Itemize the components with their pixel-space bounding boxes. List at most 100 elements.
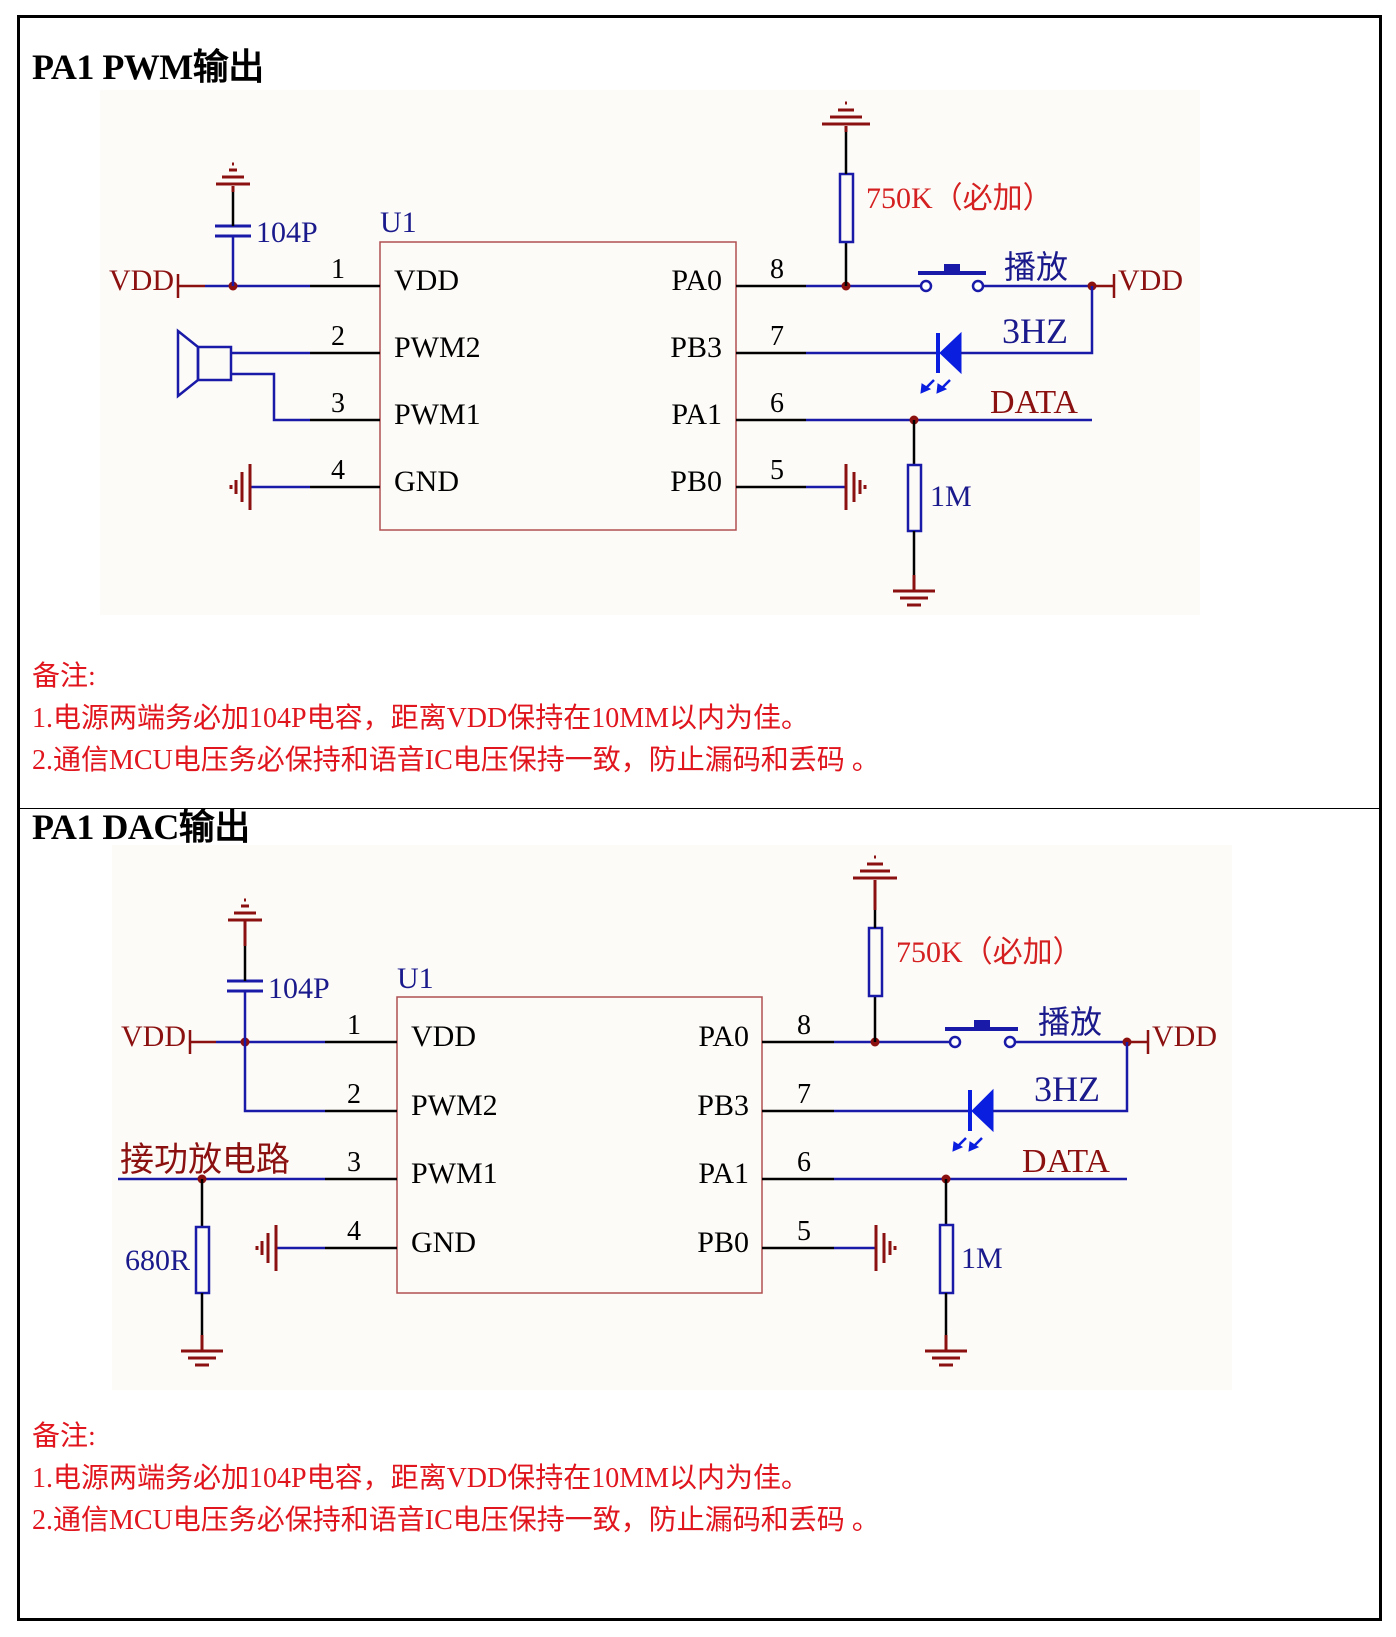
pin-num-5: 5 xyxy=(770,455,784,486)
chip-ref: U1 xyxy=(397,962,434,995)
notes-heading: 备注: xyxy=(32,1421,96,1452)
chip-ref: U1 xyxy=(380,206,417,239)
notes-dac: 备注: 1.电源两端务必加104P电容，距离VDD保持在10MM以内为佳。 2.… xyxy=(32,1416,880,1542)
pin-name-pb0: PB0 xyxy=(697,1226,749,1259)
button-label: 播放 xyxy=(1038,1004,1102,1040)
vdd-left-port-icon xyxy=(176,274,205,298)
chip-u1 xyxy=(396,996,763,1294)
ground-bottom-icon xyxy=(893,575,935,607)
pin-num-5: 5 xyxy=(797,1216,811,1247)
vdd-right-label: VDD xyxy=(1152,1020,1217,1053)
pin-name-gnd: GND xyxy=(394,465,459,498)
section-title-pwm: PA1 PWM输出 xyxy=(32,47,264,87)
vdd-right-port-icon xyxy=(1092,274,1116,298)
led-icon xyxy=(920,331,962,394)
amp-res-value-label: 680R xyxy=(125,1244,190,1277)
vdd-left-label: VDD xyxy=(109,264,174,297)
led-label: 3HZ xyxy=(1034,1069,1100,1109)
vdd-right-label: VDD xyxy=(1118,264,1183,297)
ground-left-icon xyxy=(255,1225,278,1271)
pin-name-pwm1: PWM1 xyxy=(394,398,481,431)
pin-name-vdd: VDD xyxy=(411,1020,476,1053)
schematic-dac-svg: U1 VDD PWM2 PWM1 GND PA0 PB3 PA1 PB0 1 2… xyxy=(118,855,1217,1367)
pin-num-6: 6 xyxy=(797,1147,811,1178)
pulldown-value-label: 1M xyxy=(930,480,972,513)
amp-label: 接功放电路 xyxy=(120,1141,290,1179)
vdd-left-label: VDD xyxy=(121,1020,186,1053)
pin-num-8: 8 xyxy=(797,1010,811,1041)
ground-pb0-icon xyxy=(844,464,867,510)
resistor-1m-icon xyxy=(906,463,923,533)
section-title-dac: PA1 DAC输出 xyxy=(32,807,250,847)
pin-num-2: 2 xyxy=(331,321,345,352)
section-divider xyxy=(20,808,1379,809)
ground-amp-icon xyxy=(181,1335,223,1367)
pin-num-2: 2 xyxy=(347,1079,361,1110)
pin-num-7: 7 xyxy=(797,1079,811,1110)
vdd-right-port-icon xyxy=(1127,1030,1150,1054)
wire-led-vdd xyxy=(993,1042,1129,1113)
notes-pwm: 备注: 1.电源两端务必加104P电容，距离VDD保持在10MM以内为佳。 2.… xyxy=(32,656,880,782)
resistor-750k-icon xyxy=(838,172,855,244)
ground-icon xyxy=(228,898,262,946)
chip-u1 xyxy=(379,241,737,531)
pin-name-pb3: PB3 xyxy=(670,331,722,364)
wire-led-vdd xyxy=(961,286,1094,355)
speaker-icon xyxy=(176,328,233,399)
pin-num-1: 1 xyxy=(331,254,345,285)
pin-name-pwm1: PWM1 xyxy=(411,1157,498,1190)
document-frame xyxy=(17,15,1382,1621)
pullup-value-label: 750K（必加） xyxy=(866,182,1053,215)
note-item: 2.通信MCU电压务必保持和语音IC电压保持一致，防止漏码和丢码 。 xyxy=(32,1505,880,1536)
pin-num-6: 6 xyxy=(770,388,784,419)
pin-num-1: 1 xyxy=(347,1010,361,1041)
pin-num-3: 3 xyxy=(331,388,345,419)
capacitor-icon xyxy=(215,224,251,238)
led-label: 3HZ xyxy=(1002,311,1068,351)
cap-value-label: 104P xyxy=(256,216,318,249)
data-label: DATA xyxy=(1022,1143,1110,1180)
pin-stubs xyxy=(310,284,806,489)
pin-num-8: 8 xyxy=(770,254,784,285)
ground-top-icon xyxy=(853,855,897,910)
cap-value-label: 104P xyxy=(268,972,330,1005)
pin-num-4: 4 xyxy=(347,1216,361,1247)
note-item: 1.电源两端务必加104P电容，距离VDD保持在10MM以内为佳。 xyxy=(32,1463,810,1494)
schematic-dac: U1 VDD PWM2 PWM1 GND PA0 PB3 PA1 PB0 1 2… xyxy=(112,845,1232,1390)
led-icon xyxy=(952,1088,994,1152)
pin-name-pa0: PA0 xyxy=(671,264,722,297)
ground-icon xyxy=(216,162,250,192)
pin-num-3: 3 xyxy=(347,1147,361,1178)
resistor-680r-icon xyxy=(194,1225,211,1295)
vdd-left-port-icon xyxy=(188,1030,216,1054)
capacitor-icon xyxy=(227,979,263,993)
pullup-value-label: 750K（必加） xyxy=(896,936,1083,969)
pin-num-4: 4 xyxy=(331,455,345,486)
resistor-1m-icon xyxy=(938,1223,955,1295)
ground-top-icon xyxy=(822,101,870,132)
notes-heading: 备注: xyxy=(32,661,96,692)
pin-name-pa0: PA0 xyxy=(698,1020,749,1053)
pin-name-vdd: VDD xyxy=(394,264,459,297)
ground-left-icon xyxy=(229,464,252,510)
ground-bottom-icon xyxy=(925,1335,967,1367)
schematic-pwm-svg: U1 VDD PWM2 PWM1 GND PA0 PB3 PA1 PB0 1 2… xyxy=(109,101,1183,607)
resistor-750k-icon xyxy=(867,926,884,998)
ground-pb0-icon xyxy=(874,1225,897,1271)
pin-name-pa1: PA1 xyxy=(671,398,722,431)
pin-name-pa1: PA1 xyxy=(698,1157,749,1190)
pin-name-gnd: GND xyxy=(411,1226,476,1259)
data-label: DATA xyxy=(990,384,1078,421)
schematic-pwm: U1 VDD PWM2 PWM1 GND PA0 PB3 PA1 PB0 1 2… xyxy=(100,90,1200,615)
pin-name-pb3: PB3 xyxy=(697,1089,749,1122)
note-item: 1.电源两端务必加104P电容，距离VDD保持在10MM以内为佳。 xyxy=(32,703,810,734)
pin-name-pwm2: PWM2 xyxy=(411,1089,498,1122)
pin-stubs xyxy=(325,1040,834,1250)
note-item: 2.通信MCU电压务必保持和语音IC电压保持一致，防止漏码和丢码 。 xyxy=(32,745,880,776)
wire-pwm1 xyxy=(231,372,310,422)
button-label: 播放 xyxy=(1004,249,1068,285)
push-button-icon[interactable] xyxy=(945,1020,1018,1049)
wire-pwm2-vdd xyxy=(243,1042,325,1113)
pin-name-pb0: PB0 xyxy=(670,465,722,498)
push-button-icon[interactable] xyxy=(918,264,986,293)
